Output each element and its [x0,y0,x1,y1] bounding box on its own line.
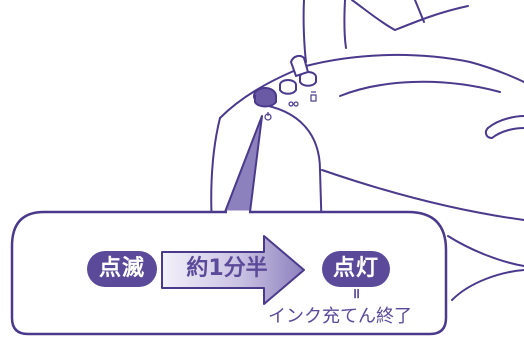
equals-mark: ॥ [351,286,361,302]
control-buttons [253,54,317,121]
ink-button[interactable] [279,79,297,95]
power-icon [264,112,272,121]
blinking-status-badge: 点滅 [87,251,157,287]
base-curve [447,235,524,267]
handle-bottom [491,127,524,139]
lid-top [394,5,469,31]
body-front-edge [257,103,323,239]
duration-label: 約1分半 [186,256,268,281]
ink-icon [288,101,299,107]
lid-curve [351,0,396,31]
paper-icon [310,91,317,102]
panel-line [339,80,501,97]
base-curve-2 [451,269,524,301]
lid-edge-right [343,0,347,49]
handle-top [487,115,524,129]
lid-notch [414,0,425,23]
lid-edge-left [302,0,307,63]
body-side-line [321,169,524,221]
power-button[interactable] [253,87,277,108]
handle-end [484,127,493,139]
progress-arrow [161,235,305,305]
lit-status-badge: 点灯 [322,251,390,287]
ink-fill-complete-caption: インク充てん終了 [268,306,412,327]
lever-tab [289,54,310,78]
body-front-left [210,117,221,229]
